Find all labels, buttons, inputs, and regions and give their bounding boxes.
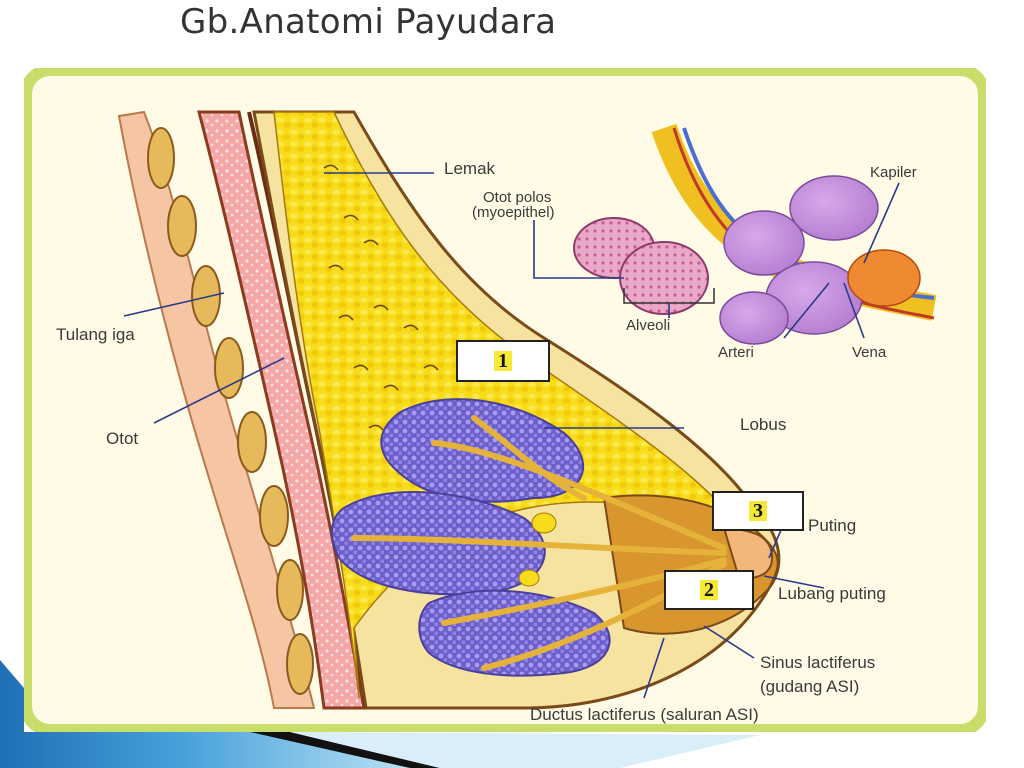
marker-1: 1 [456,340,550,382]
marker-2-number: 2 [700,580,718,600]
marker-3: 3 [712,491,804,531]
label-lobus: Lobus [740,415,787,434]
label-arteri: Arteri [718,344,754,361]
marker-1-number: 1 [494,351,512,371]
marker-2: 2 [664,570,754,610]
label-tulang-iga: Tulang iga [56,325,135,344]
breast-anatomy-diagram [24,68,986,732]
label-lemak: Lemak [444,159,496,178]
label-gudang-asi: (gudang ASI) [760,677,860,696]
label-myoepithel: (myoepithel) [472,204,555,221]
label-sinus-lactiferus: Sinus lactiferus [760,653,876,672]
slide-title: Gb.Anatomi Payudara [180,2,557,42]
label-ductus-lactiferus: Ductus lactiferus (saluran ASI) [530,705,759,724]
label-otot: Otot [106,429,139,448]
label-lubang-puting: Lubang puting [778,584,886,603]
marker-3-number: 3 [749,501,767,521]
alveoli-inset [573,123,937,345]
label-vena: Vena [852,344,887,361]
leader-lines [123,172,900,699]
label-puting: Puting [808,516,857,535]
label-kapiler: Kapiler [870,164,917,181]
label-otot-polos: Otot polos [483,189,552,206]
label-alveoli: Alveoli [626,317,671,334]
